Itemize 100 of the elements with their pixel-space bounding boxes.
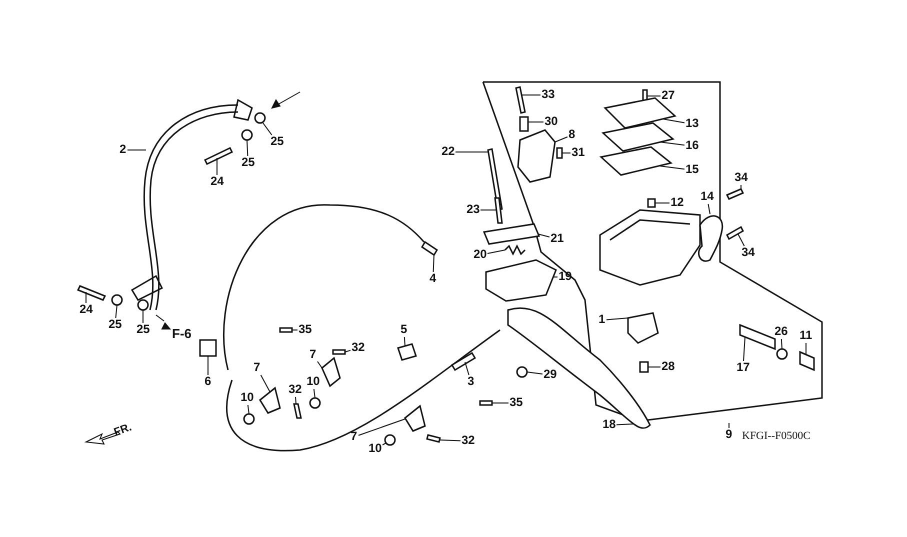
leader-line [313, 388, 316, 398]
leader-line [487, 250, 506, 254]
bolt [494, 197, 503, 224]
leader-line [552, 276, 558, 278]
leader-line [648, 366, 661, 368]
pin [556, 147, 563, 159]
leader-line [464, 362, 470, 376]
leader-line [344, 350, 351, 352]
callout-number: 7 [350, 430, 358, 443]
cable-end [420, 240, 438, 256]
callout-number: 8 [568, 128, 576, 141]
callout-number: 34 [740, 246, 756, 259]
washer [111, 294, 123, 306]
callout-number: 29 [542, 368, 558, 381]
cable-clamp [404, 404, 426, 432]
callout-number: 18 [602, 418, 617, 431]
leader-line [654, 202, 670, 204]
leader-line [404, 336, 406, 346]
screw [639, 361, 649, 373]
brake-switch [627, 312, 659, 344]
callout-number: 31 [570, 146, 586, 159]
piston [739, 324, 776, 350]
callout-number: 16 [684, 139, 700, 152]
bolt [726, 188, 744, 200]
leader-line [554, 136, 568, 142]
adjuster-spring [450, 352, 476, 372]
callout-number: 17 [736, 361, 751, 374]
leader-line [660, 142, 685, 146]
callout-number: 25 [108, 318, 123, 331]
leader-line [260, 374, 270, 392]
callout-number: 35 [298, 323, 313, 336]
callout-number: 9 [724, 428, 734, 441]
leader-line [295, 396, 296, 404]
screw [647, 198, 656, 208]
lever-holder [517, 129, 556, 183]
cable-guide [397, 343, 417, 361]
cylinder-holder [698, 215, 724, 262]
leader-line [743, 336, 746, 362]
callout-number: 32 [460, 434, 476, 447]
direction-label: FR. [112, 421, 134, 439]
washer [254, 112, 266, 124]
washer [137, 299, 149, 311]
reservoir-cap [603, 97, 677, 129]
leader-line [538, 234, 550, 238]
callout-number: 34 [734, 171, 749, 184]
bolt [76, 285, 106, 301]
leader-line [522, 94, 541, 96]
leader-line [246, 140, 248, 156]
callout-number: 7 [308, 348, 318, 361]
washer [384, 434, 396, 446]
callout-number: 6 [204, 375, 212, 388]
callout-number: 27 [660, 89, 676, 102]
leader-line [740, 184, 742, 190]
callout-number: 20 [472, 248, 488, 261]
brake-lever [507, 307, 651, 429]
leader-line [432, 254, 434, 272]
dust-boot [799, 350, 815, 372]
drawing-code: KFGI--F0500C [742, 430, 810, 442]
cable-clamp [259, 386, 281, 414]
bolt [426, 434, 441, 443]
cable-clamp [321, 356, 341, 388]
cable-holder [199, 339, 217, 357]
leader-line [492, 402, 509, 404]
leader-line [216, 158, 218, 176]
callout-number: 11 [798, 329, 814, 342]
leader-line [728, 422, 730, 428]
callout-number: 28 [660, 360, 676, 373]
washer [309, 397, 321, 409]
callout-number: 33 [540, 88, 556, 101]
callout-number: 35 [508, 396, 524, 409]
diaphragm-plate [601, 122, 675, 152]
callout-number: 14 [700, 190, 715, 203]
leader-line [738, 234, 745, 246]
diaphragm [599, 146, 673, 176]
screw [479, 400, 493, 406]
seal [776, 348, 788, 360]
callout-number: 30 [544, 115, 559, 128]
callout-number: 32 [350, 341, 366, 354]
leader-line [262, 122, 272, 136]
callout-number: 25 [270, 135, 285, 148]
callout-number: 7 [252, 361, 262, 374]
callout-number: 24 [210, 175, 225, 188]
bolt [332, 349, 346, 355]
leader-line [526, 372, 543, 374]
callout-number: 10 [368, 442, 383, 455]
nut [516, 366, 528, 378]
callout-number: 32 [288, 383, 303, 396]
callout-number: 5 [400, 323, 408, 336]
callout-number: 3 [466, 375, 476, 388]
collar [519, 116, 529, 132]
spring [504, 244, 526, 256]
leader-line [382, 442, 386, 446]
callout-number: 15 [684, 163, 700, 176]
callout-number: 24 [78, 303, 94, 316]
callout-number: 25 [136, 323, 151, 336]
leader-line [358, 418, 406, 436]
leader-line [562, 152, 571, 154]
leader-line [317, 361, 322, 368]
leader-line [616, 424, 634, 426]
brake-hose [144, 104, 239, 311]
